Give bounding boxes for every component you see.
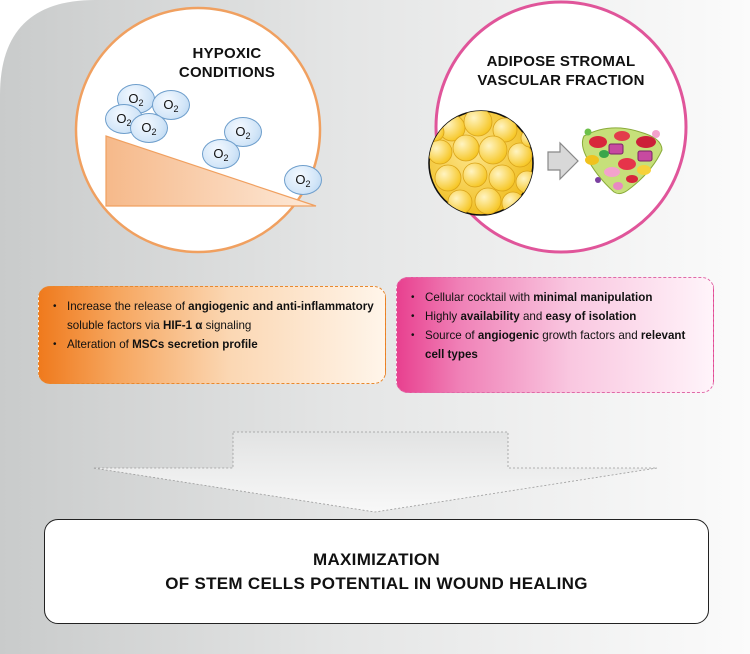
conclusion-line1: MAXIMIZATION bbox=[313, 549, 440, 569]
conclusion-box: MAXIMIZATION OF STEM CELLS POTENTIAL IN … bbox=[44, 519, 709, 624]
list-item: Highly availability and easy of isolatio… bbox=[409, 307, 703, 326]
o2-molecule-icon: O2 bbox=[202, 139, 240, 169]
o2-molecule-icon: O2 bbox=[224, 117, 262, 147]
conclusion-line2: OF STEM CELLS POTENTIAL IN WOUND HEALING bbox=[165, 573, 588, 593]
down-arrow bbox=[92, 431, 658, 513]
hypoxic-title-line2: CONDITIONS bbox=[178, 64, 276, 81]
oxygen-wedge bbox=[105, 135, 317, 207]
adipose-title-line1: ADIPOSE STROMAL bbox=[486, 53, 636, 70]
hypoxic-title-line1: HYPOXIC bbox=[192, 45, 262, 62]
list-item: Increase the release of angiogenic and a… bbox=[51, 297, 375, 335]
adipose-title: ADIPOSE STROMAL VASCULAR FRACTION bbox=[445, 52, 677, 90]
small-right-arrow bbox=[547, 141, 579, 181]
svf-benefits-box: Cellular cocktail with minimal manipulat… bbox=[396, 277, 714, 393]
list-item: Source of angiogenic growth factors and … bbox=[409, 326, 703, 364]
o2-molecule-icon: O2 bbox=[284, 165, 322, 195]
hypoxic-title: HYPOXIC CONDITIONS bbox=[142, 44, 312, 82]
o2-molecule-icon: O2 bbox=[130, 113, 168, 143]
hypoxia-benefits-box: Increase the release of angiogenic and a… bbox=[38, 286, 386, 384]
list-item: Cellular cocktail with minimal manipulat… bbox=[409, 288, 703, 307]
svf-cell-cluster-icon bbox=[581, 127, 663, 195]
list-item: Alteration of MSCs secretion profile bbox=[51, 335, 375, 354]
adipose-title-line2: VASCULAR FRACTION bbox=[477, 72, 645, 89]
